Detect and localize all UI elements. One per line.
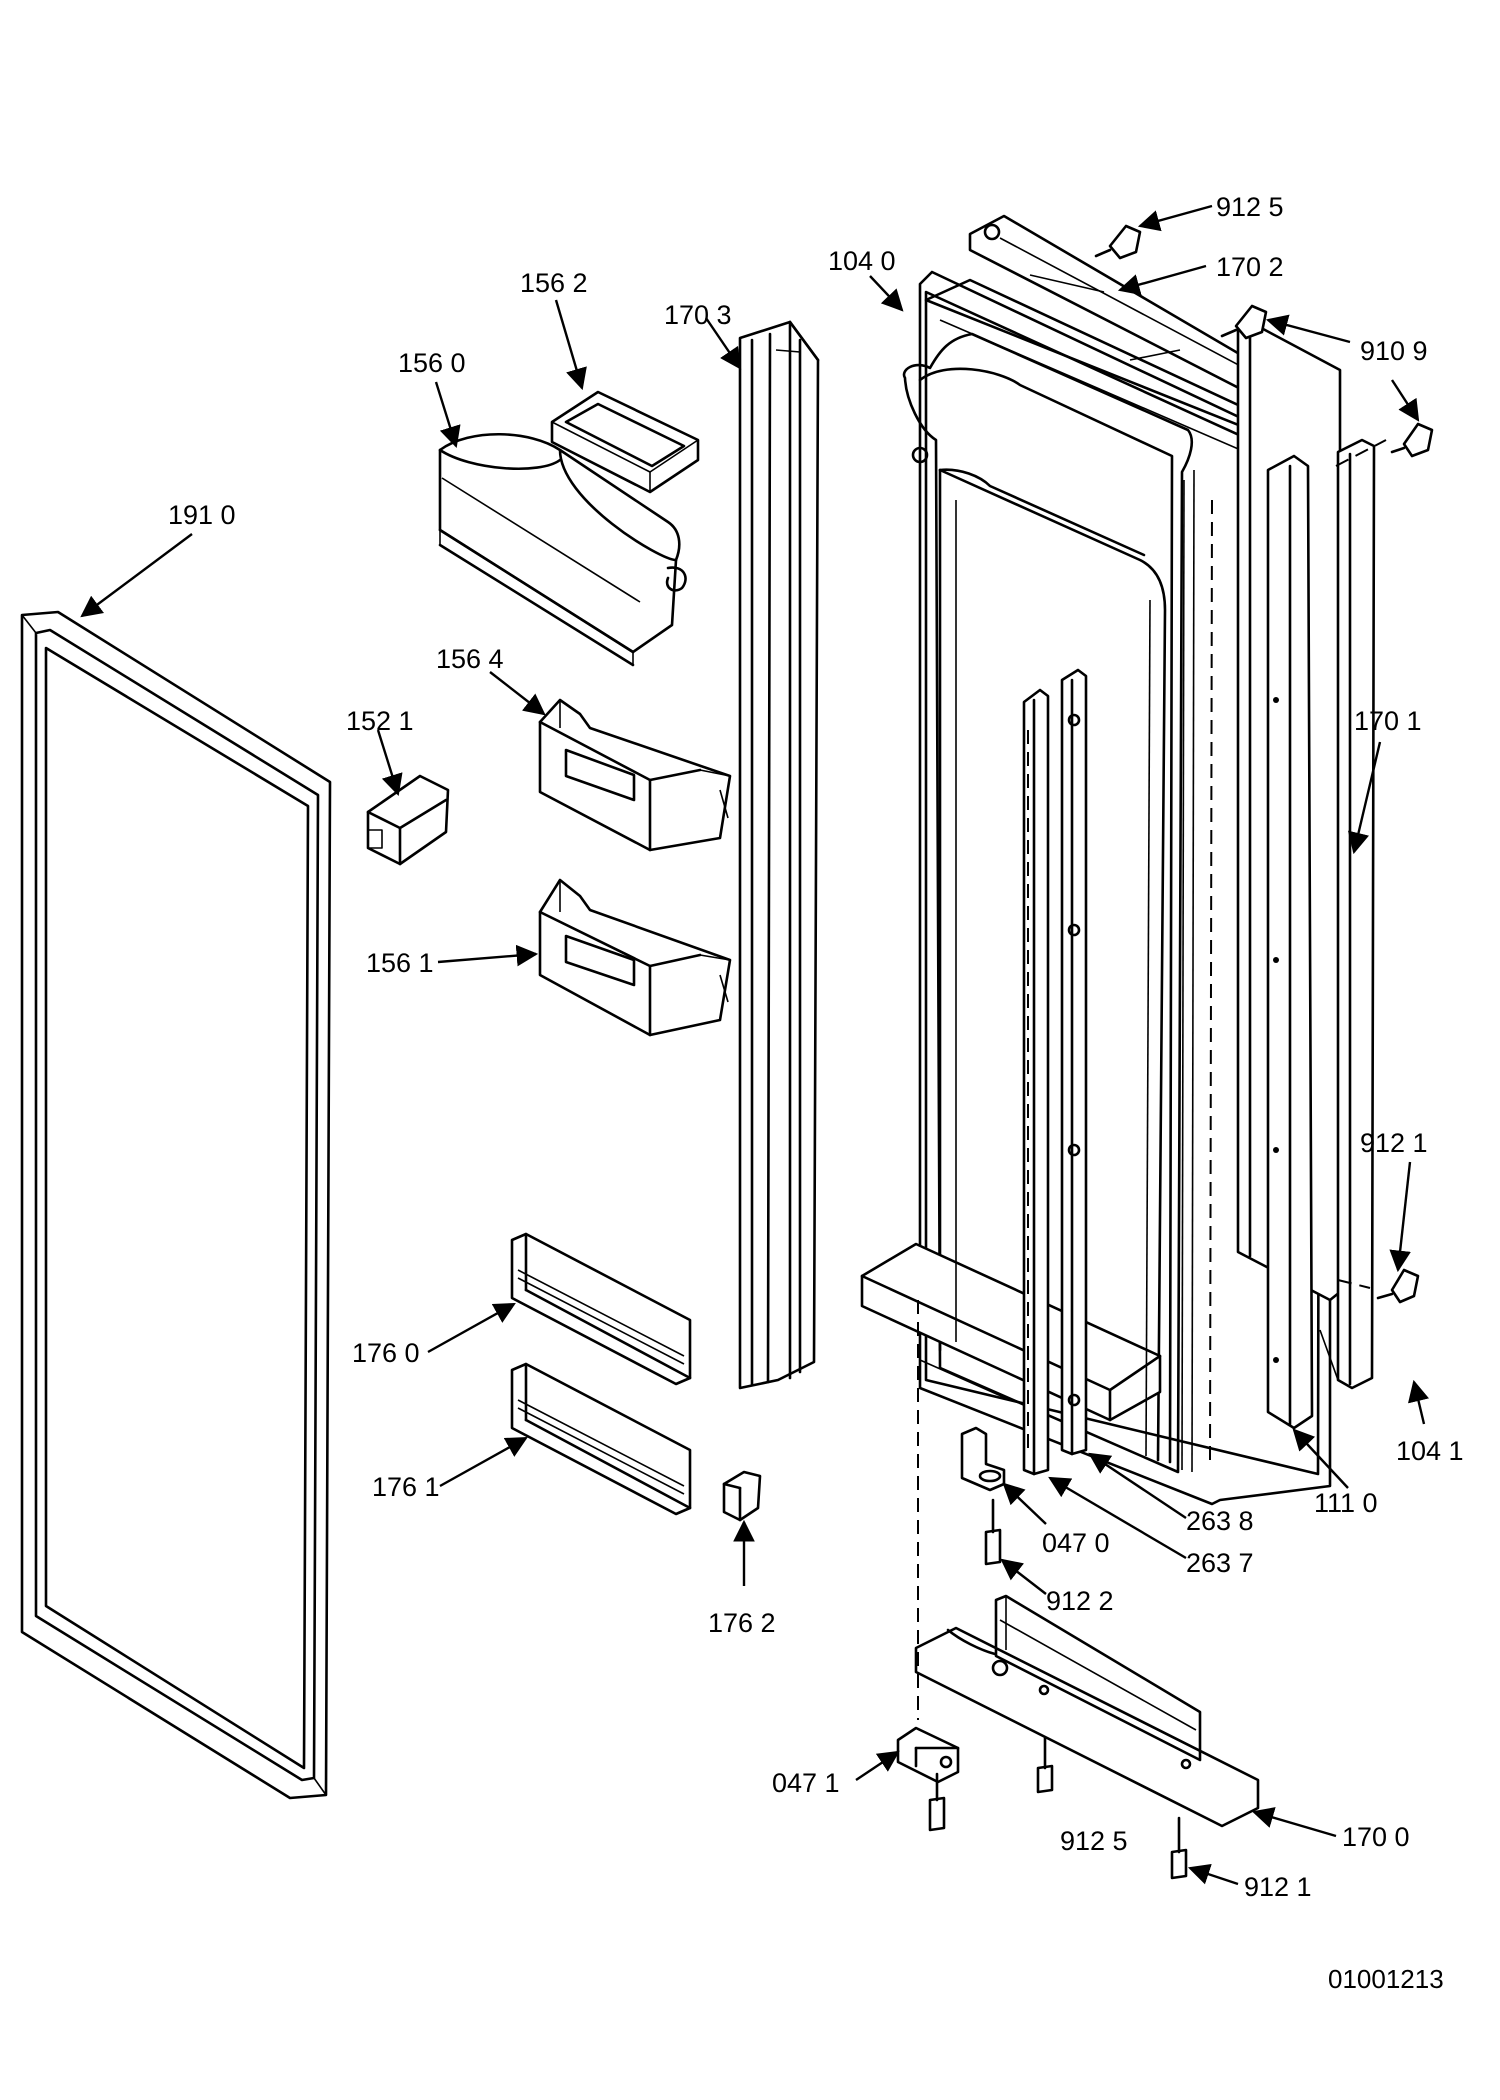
- leader-9109-b: [1390, 379, 1420, 422]
- label-1560: 156 0: [398, 348, 466, 378]
- label-9125-top: 912 5: [1216, 192, 1284, 222]
- leader-1041: [1407, 1379, 1430, 1425]
- label-1521: 152 1: [346, 706, 414, 736]
- screw-9109: [1220, 304, 1268, 340]
- assembly-line-screw: [1335, 439, 1387, 467]
- label-1701: 170 1: [1354, 706, 1422, 736]
- label-1700: 170 0: [1342, 1822, 1410, 1852]
- label-9109: 910 9: [1360, 336, 1428, 366]
- screw-9125-top: [1094, 224, 1142, 260]
- screw-9121-right: [1376, 1268, 1420, 1304]
- label-1703: 170 3: [664, 300, 732, 330]
- small-tray-part: [550, 390, 700, 494]
- leader-1040: [869, 275, 904, 312]
- screw-0471: [928, 1772, 946, 1832]
- side-frame-1110-part: [1266, 454, 1314, 1430]
- label-1040: 104 0: [828, 246, 896, 276]
- leader-1910: [80, 533, 193, 618]
- label-1562: 156 2: [520, 268, 588, 298]
- screw-9121-bottom: [1170, 1816, 1188, 1880]
- bracket-2638-part: [1022, 688, 1050, 1476]
- label-1761: 176 1: [372, 1472, 440, 1502]
- bottom-trim-part: [914, 1594, 1260, 1828]
- leader-9121-bottom: [1187, 1863, 1239, 1886]
- leader-9109: [1265, 314, 1351, 344]
- label-0470: 047 0: [1042, 1528, 1110, 1558]
- leader-1760: [427, 1302, 516, 1354]
- label-1910: 191 0: [168, 500, 236, 530]
- trim-rail-upper-part: [510, 1232, 692, 1386]
- label-1760: 176 0: [352, 1338, 420, 1368]
- label-0471: 047 1: [772, 1768, 840, 1798]
- dairy-cover-part: [438, 432, 687, 667]
- leader-1703: [705, 317, 742, 370]
- door-shelf-lower-part: [538, 878, 732, 1037]
- leader-0470: [1002, 1482, 1047, 1525]
- label-9122: 912 2: [1046, 1586, 1114, 1616]
- assembly-line-screw2: [1337, 1279, 1371, 1289]
- left-trim-strip-part: [738, 320, 820, 1390]
- label-1564: 156 4: [436, 644, 504, 674]
- leader-1700: [1251, 1807, 1337, 1838]
- label-2637: 263 7: [1186, 1548, 1254, 1578]
- label-9125-bottom: 912 5: [1060, 1826, 1128, 1856]
- label-1561: 156 1: [366, 948, 434, 978]
- leader-1561: [437, 944, 539, 967]
- leader-1701: [1347, 741, 1382, 855]
- leader-1564: [489, 671, 546, 716]
- side-frame-1041-part: [1319, 438, 1376, 1390]
- leader-2637: [1048, 1476, 1187, 1560]
- leader-9121-right: [1389, 1161, 1412, 1273]
- door-shelf-upper-part: [538, 698, 732, 852]
- leader-1110: [1292, 1428, 1349, 1489]
- leader-1560: [434, 381, 461, 449]
- bracket-2637-part: [1060, 668, 1088, 1456]
- leader-0471: [855, 1750, 900, 1781]
- leader-1761: [439, 1436, 528, 1488]
- clip-part: [366, 774, 450, 866]
- screw-9109-right: [1390, 422, 1434, 458]
- screw-9122: [984, 1498, 1002, 1566]
- label-1762: 176 2: [708, 1608, 776, 1638]
- leader-1562: [554, 299, 587, 391]
- hinge-upper-part: [960, 1426, 1006, 1492]
- leader-9122: [1000, 1558, 1047, 1595]
- leader-1702: [1117, 264, 1207, 296]
- end-cap-part: [722, 1470, 762, 1522]
- trim-rail-lower-part: [510, 1362, 692, 1516]
- label-1041: 104 1: [1396, 1436, 1464, 1466]
- label-2638: 263 8: [1186, 1506, 1254, 1536]
- door-edge-line: [919, 1359, 1011, 1401]
- door-gasket-part: [20, 610, 332, 1800]
- leader-2638: [1088, 1452, 1187, 1519]
- hinge-lower-part: [896, 1726, 960, 1784]
- leader-9125-top: [1137, 204, 1213, 232]
- leader-1521: [376, 729, 403, 797]
- drawing-number: 01001213: [1328, 1964, 1444, 1994]
- screw-9125-bottom: [1036, 1736, 1054, 1794]
- label-1702: 170 2: [1216, 252, 1284, 282]
- label-9121-right: 912 1: [1360, 1128, 1428, 1158]
- label-1110: 111 0: [1314, 1488, 1378, 1518]
- label-9121-bottom: 912 1: [1244, 1872, 1312, 1902]
